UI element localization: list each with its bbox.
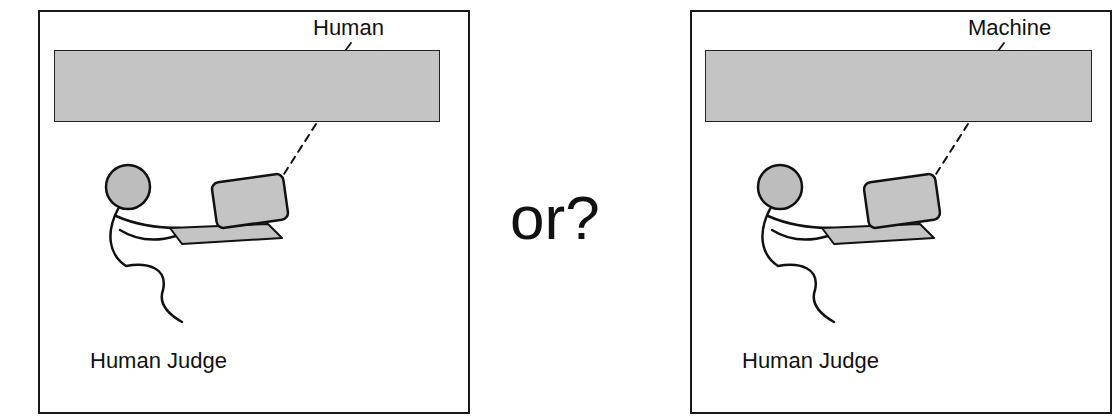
dashed-link (284, 124, 316, 174)
laptop-screen (211, 173, 289, 229)
body-line (110, 209, 182, 322)
dashed-link (936, 124, 968, 174)
party-label: Human (313, 15, 384, 41)
arm-line (120, 230, 176, 239)
laptop-screen (863, 173, 941, 229)
arm-line (772, 230, 828, 239)
scene-panel: Human Judge Human (38, 10, 470, 414)
arm-line (768, 216, 832, 228)
body-line (762, 209, 834, 322)
head (106, 165, 150, 209)
party-label: Machine (968, 15, 1051, 41)
hidden-party-bar: Human (54, 50, 440, 122)
scene-panel: Human Judge Machine (690, 10, 1112, 414)
head (758, 165, 802, 209)
arm-line (116, 216, 180, 228)
question-label: or? (510, 182, 600, 254)
judge-label: Human Judge (90, 348, 227, 374)
judge-label: Human Judge (742, 348, 879, 374)
hidden-party-bar: Machine (705, 50, 1092, 122)
